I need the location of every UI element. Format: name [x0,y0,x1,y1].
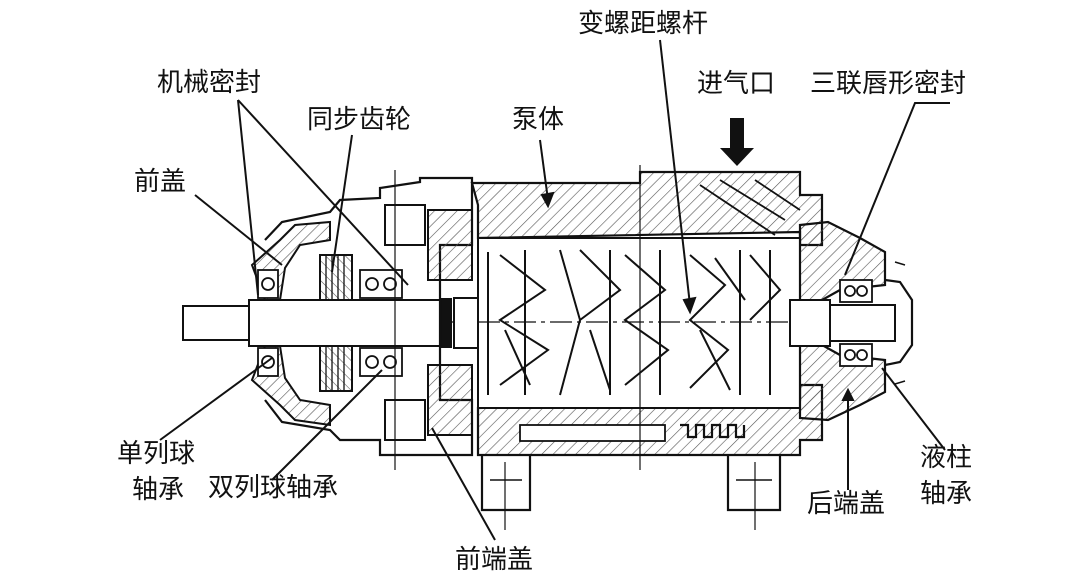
main-shaft [248,299,445,347]
shaft-collar-2 [453,297,479,349]
label-single-row-bearing-1: 单列球 [117,439,195,469]
label-rear-end-cover: 后端盖 [807,489,885,519]
label-pump-body: 泵体 [512,105,564,135]
pump-drawing [182,118,914,530]
label-single-row-bearing-2: 轴承 [132,475,184,505]
rear-bearings [839,279,873,367]
label-double-row-bearing: 双列球轴承 [208,473,338,503]
label-liquid-column-bearing-2: 轴承 [920,479,972,509]
screw-chamber [477,237,801,409]
timing-gear-bottom [319,345,353,392]
front-end-cover-plate-top [427,209,473,281]
gear-teeth [325,255,345,391]
shaft-collar [440,298,452,348]
rear-shaft [789,299,831,347]
timing-gear-top [319,254,353,301]
front-seal-block-bottom [384,399,426,441]
label-variable-pitch-screw: 变螺距螺杆 [578,9,708,39]
labels: 变螺距螺杆 机械密封 进气口 三联唇形密封 同步齿轮 泵体 前盖 单列球 轴承 … [117,9,972,575]
body-slot [519,424,666,442]
rear-cap-flange [894,261,906,385]
center-marks [394,165,756,530]
label-mechanical-seal: 机械密封 [157,68,261,98]
rear-foot [726,455,782,512]
label-front-end-cover: 前端盖 [455,545,533,575]
front-end-cover-plate-bottom [427,364,473,436]
rear-cap [884,278,914,367]
label-liquid-column-bearing-1: 液柱 [920,443,972,473]
label-inlet: 进气口 [697,69,775,99]
label-triple-lip-seal: 三联唇形密封 [810,69,966,99]
inlet-screw-section [699,179,801,236]
inlet-arrow-icon [720,118,754,166]
left-shaft-end [182,305,250,341]
label-front-cover: 前盖 [134,167,186,197]
front-seal-block-top [384,204,426,246]
rear-shaft-end [829,304,896,342]
front-foot [480,455,532,512]
pump-body-top [470,170,824,247]
discharge-teeth [680,423,746,439]
label-timing-gear: 同步齿轮 [307,105,411,135]
leader-lines [159,39,950,541]
